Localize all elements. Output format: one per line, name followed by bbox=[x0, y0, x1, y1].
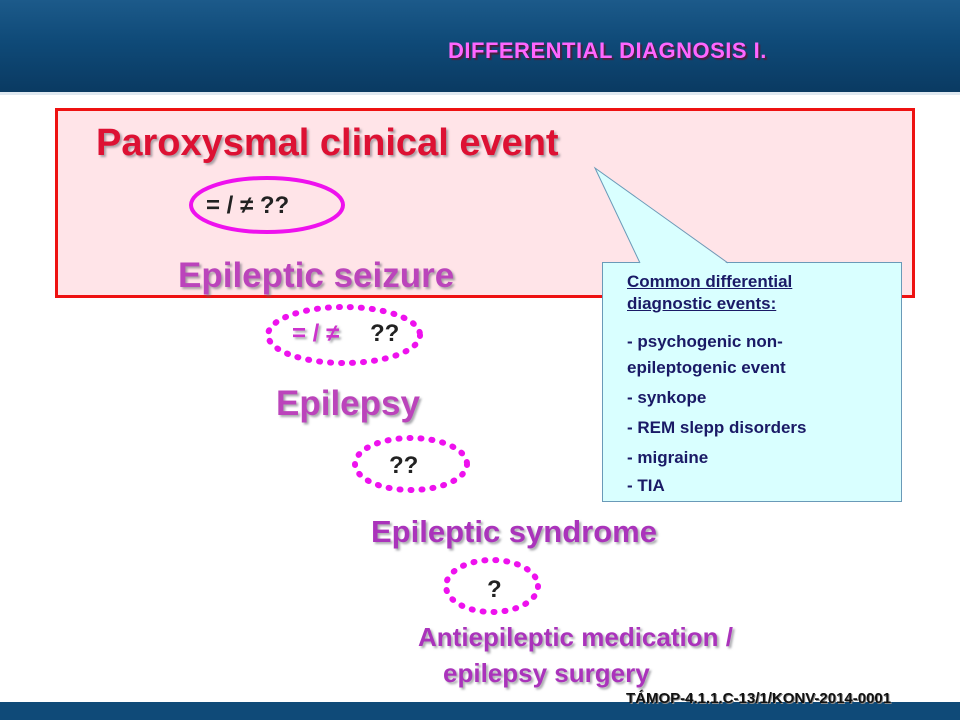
slide-title: DIFFERENTIAL DIAGNOSIS I. bbox=[448, 38, 767, 63]
paroxysmal-event-label: Paroxysmal clinical event bbox=[96, 122, 559, 164]
relation-2-symbols: = / ≠ bbox=[292, 320, 340, 347]
treatment-line-2: epilepsy surgery bbox=[443, 658, 650, 688]
relation-4-dotted-ellipse bbox=[443, 557, 541, 615]
relation-1-solid-ellipse bbox=[189, 176, 345, 234]
differential-callout: Common differential diagnostic events: -… bbox=[602, 262, 902, 502]
relation-2-dotted-ellipse bbox=[265, 304, 423, 366]
callout-item: - migraine bbox=[627, 448, 709, 467]
title-bar bbox=[0, 0, 960, 95]
callout-item: - synkope bbox=[627, 388, 707, 407]
callout-item: - psychogenic non- bbox=[627, 332, 783, 351]
relation-2-marks: ?? bbox=[370, 320, 400, 347]
relation-1: = / ≠ ?? bbox=[206, 192, 290, 219]
relation-4: ? bbox=[487, 576, 502, 603]
footer-bar bbox=[0, 702, 960, 720]
relation-3-dotted-ellipse bbox=[352, 435, 470, 493]
callout-item: - REM slepp disorders bbox=[627, 418, 807, 437]
treatment-line-1: Antiepileptic medication / bbox=[418, 622, 733, 652]
project-code: TÁMOP-4.1.1.C-13/1/KONV-2014-0001 bbox=[626, 690, 892, 707]
callout-heading-2: diagnostic events: bbox=[627, 294, 777, 313]
epileptic-syndrome-label: Epileptic syndrome bbox=[371, 514, 657, 549]
callout-item: epileptogenic event bbox=[627, 358, 786, 377]
callout-item: - TIA bbox=[627, 476, 665, 495]
epileptic-seizure-label: Epileptic seizure bbox=[178, 256, 455, 295]
epilepsy-label: Epilepsy bbox=[276, 384, 420, 423]
relation-3: ?? bbox=[389, 452, 419, 479]
callout-heading-1: Common differential bbox=[627, 272, 793, 291]
